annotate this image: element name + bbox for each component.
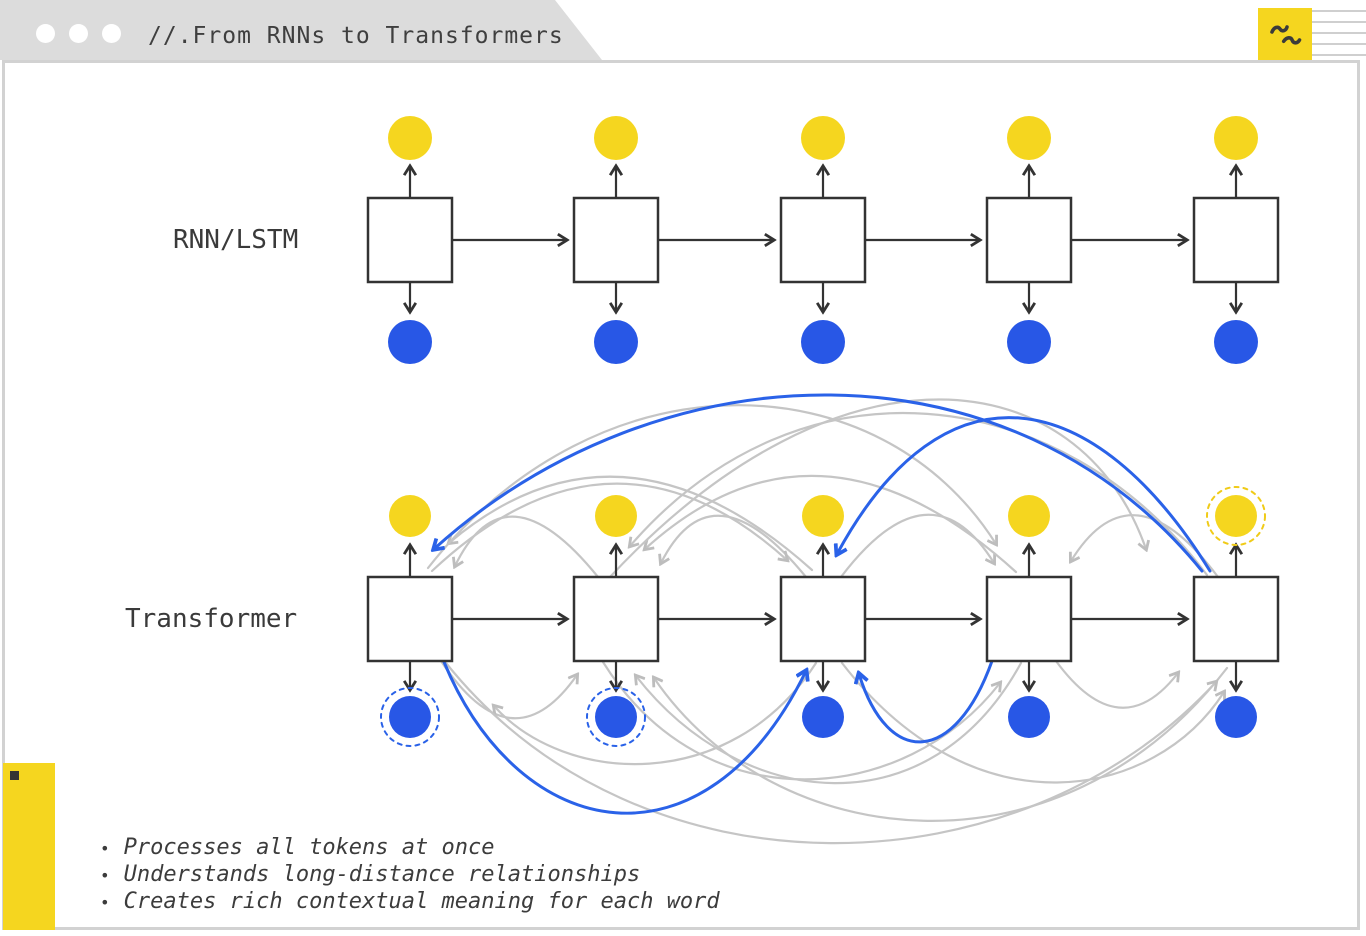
bullet-item: • Understands long-distance relationship… [100,862,720,889]
window-dot-icon[interactable] [102,24,121,43]
decor-stripes [1312,0,1366,62]
accent-chip [10,771,19,780]
bullet-dot: • [100,893,110,912]
bullet-list: • Processes all tokens at once • Underst… [100,835,720,916]
window-dot-icon[interactable] [36,24,55,43]
transformer-row-label: Transformer [125,604,298,634]
squiggle-link-icon [1270,25,1302,45]
window-dot-icon[interactable] [69,24,88,43]
accent-rectangle [3,763,55,930]
bullet-dot: • [100,839,110,858]
rnn-row-label: RNN/LSTM [173,225,299,255]
bullet-item: • Processes all tokens at once [100,835,720,862]
bullet-dot: • [100,866,110,885]
bullet-text: Creates rich contextual meaning for each… [123,889,720,914]
page-frame [2,60,1360,930]
window-controls [36,24,121,43]
bullet-text: Processes all tokens at once [123,835,495,860]
bullet-item: • Creates rich contextual meaning for ea… [100,889,720,916]
bullet-text: Understands long-distance relationships [123,862,641,887]
window-tab [0,0,602,60]
window-title: //.From RNNs to Transformers [148,23,564,49]
corner-action-button[interactable] [1258,8,1312,62]
